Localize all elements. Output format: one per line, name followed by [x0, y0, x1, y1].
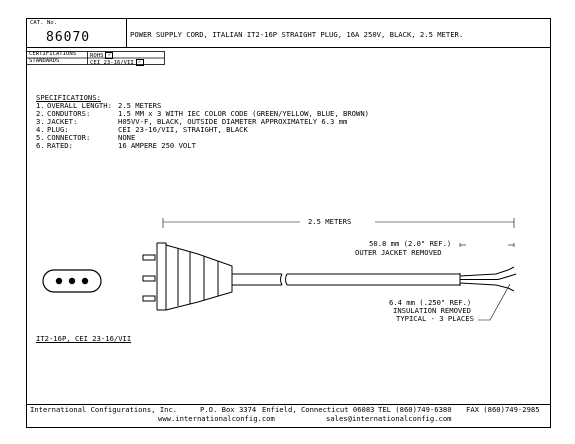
plug-body	[142, 242, 233, 311]
standards-label: STANDARDS	[29, 58, 60, 64]
spec-num: 6.	[36, 141, 45, 150]
spec-value: CEI 23-16/VII, STRAIGHT, BLACK	[118, 125, 248, 134]
certifications-label: CERTIFICATIONS	[29, 51, 77, 57]
spec-value: H05VV-F, BLACK, OUTSIDE DIAMETER APPROXI…	[118, 117, 348, 126]
cable	[232, 266, 517, 292]
overall-length-dimension: 2.5 METERS	[308, 217, 352, 226]
footer-email[interactable]: sales@internationalconfig.com	[326, 414, 452, 423]
check-icon: ✓	[135, 59, 144, 66]
specifications-heading: SPECIFICATIONS:	[36, 93, 101, 102]
spec-value: 2.5 METERS	[118, 101, 162, 110]
footer-company: International Configurations, Inc.	[30, 405, 178, 414]
footer-city: Enfield, Connecticut 06083	[262, 405, 375, 414]
dimension-lines	[162, 218, 515, 321]
insulation-dimension: 6.4 mm (.250" REF.)	[389, 298, 472, 307]
spec-num: 1.	[36, 101, 45, 110]
insulation-note: INSULATION REMOVED	[393, 306, 471, 315]
footer-fax: FAX (860)749-2985	[466, 405, 540, 414]
spec-num: 5.	[36, 133, 45, 142]
spec-label: OVERALL LENGTH:	[47, 101, 112, 110]
spec-num: 2.	[36, 109, 45, 118]
spec-label: JACKET:	[47, 117, 78, 126]
spec-value: 16 AMPERE 250 VOLT	[118, 141, 196, 150]
footer-website[interactable]: www.internationalconfig.com	[158, 414, 275, 423]
footer-tel: TEL (860)749-6380	[378, 405, 452, 414]
plug-face	[42, 269, 102, 293]
spec-label: CONDUTORS:	[47, 109, 91, 118]
jacket-note: OUTER JACKET REMOVED	[355, 248, 442, 257]
spec-value: NONE	[118, 133, 136, 142]
jacket-dimension: 50.8 mm (2.0" REF.)	[369, 239, 452, 248]
cat-label: CAT. No.	[30, 20, 57, 26]
cat-number: 86070	[46, 30, 91, 45]
spec-label: CONNECTOR:	[47, 133, 91, 142]
spec-label: PLUG:	[47, 125, 69, 134]
spec-num: 3.	[36, 117, 45, 126]
certifications-value: ROHS✓	[90, 52, 114, 60]
check-icon: ✓	[105, 52, 114, 59]
footer-po-box: P.O. Box 3374	[200, 405, 257, 414]
standards-value: CEI 23-16/VII✓	[90, 59, 144, 67]
product-description: POWER SUPPLY CORD, ITALIAN IT2-16P STRAI…	[130, 30, 464, 39]
spec-value: 1.5 MM x 3 WITH IEC COLOR CODE (GREEN/YE…	[118, 109, 369, 118]
plug-caption: IT2-16P, CEI 23-16/VII	[36, 334, 132, 343]
spec-label: RATED:	[47, 141, 73, 150]
spec-num: 4.	[36, 125, 45, 134]
insulation-note-places: TYPICAL - 3 PLACES	[396, 314, 474, 323]
sheet-border	[26, 18, 551, 428]
